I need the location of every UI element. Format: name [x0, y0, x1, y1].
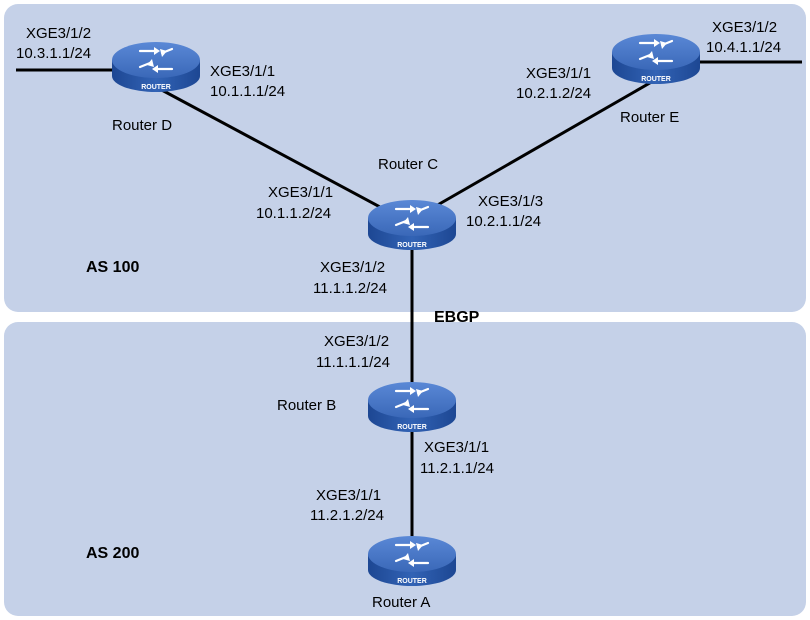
b-xge311-ip: 11.2.1.1/24 — [420, 460, 494, 477]
router-icon: ROUTER — [612, 34, 700, 84]
a-xge311-port: XGE3/1/1 — [316, 487, 382, 504]
router-icon: ROUTER — [112, 42, 200, 92]
router-b[interactable]: ROUTER — [366, 376, 458, 438]
e-xge312-ip: 10.4.1.1/24 — [706, 39, 782, 56]
as100-label: AS 100 — [86, 259, 140, 276]
link-d-c — [157, 86, 409, 224]
d-xge312-ip: 10.3.1.1/24 — [16, 45, 92, 62]
c-xge312-port: XGE3/1/2 — [320, 259, 386, 276]
d-xge311-port: XGE3/1/1 — [210, 63, 276, 80]
router-e-name: Router E — [620, 109, 680, 126]
router-icon: ROUTER — [368, 536, 456, 586]
router-a-name: Router A — [372, 594, 431, 611]
b-xge311-port: XGE3/1/1 — [424, 439, 490, 456]
as200-label: AS 200 — [86, 545, 140, 562]
d-xge311-ip: 10.1.1.1/24 — [210, 83, 286, 100]
router-icon: ROUTER — [368, 382, 456, 432]
router-badge: ROUTER — [397, 578, 427, 585]
d-xge312-port: XGE3/1/2 — [26, 25, 92, 42]
router-c-name: Router C — [378, 156, 439, 173]
router-a[interactable]: ROUTER — [366, 530, 458, 592]
c-xge312-ip: 11.1.1.2/24 — [313, 280, 387, 297]
e-xge312-port: XGE3/1/2 — [712, 19, 778, 36]
link-c-e — [407, 78, 656, 224]
e-xge311-ip: 10.2.1.2/24 — [516, 85, 592, 102]
router-badge: ROUTER — [141, 84, 171, 91]
router-d-name: Router D — [112, 117, 173, 134]
c-xge311-port: XGE3/1/1 — [268, 184, 334, 201]
b-xge312-port: XGE3/1/2 — [324, 333, 390, 350]
a-xge311-ip: 11.2.1.2/24 — [310, 507, 384, 524]
router-badge: ROUTER — [641, 76, 671, 83]
router-icon: ROUTER — [368, 200, 456, 250]
ebgp-label: EBGP — [434, 309, 480, 326]
b-xge312-ip: 11.1.1.1/24 — [316, 354, 390, 371]
router-b-name: Router B — [277, 397, 337, 414]
router-c[interactable]: ROUTER — [366, 194, 458, 256]
router-e[interactable]: ROUTER — [610, 28, 702, 90]
router-badge: ROUTER — [397, 424, 427, 431]
c-xge311-ip: 10.1.1.2/24 — [256, 205, 332, 222]
c-xge313-port: XGE3/1/3 — [478, 193, 544, 210]
router-badge: ROUTER — [397, 242, 427, 249]
router-d[interactable]: ROUTER — [110, 36, 202, 98]
e-xge311-port: XGE3/1/1 — [526, 65, 592, 82]
c-xge313-ip: 10.2.1.1/24 — [466, 213, 542, 230]
